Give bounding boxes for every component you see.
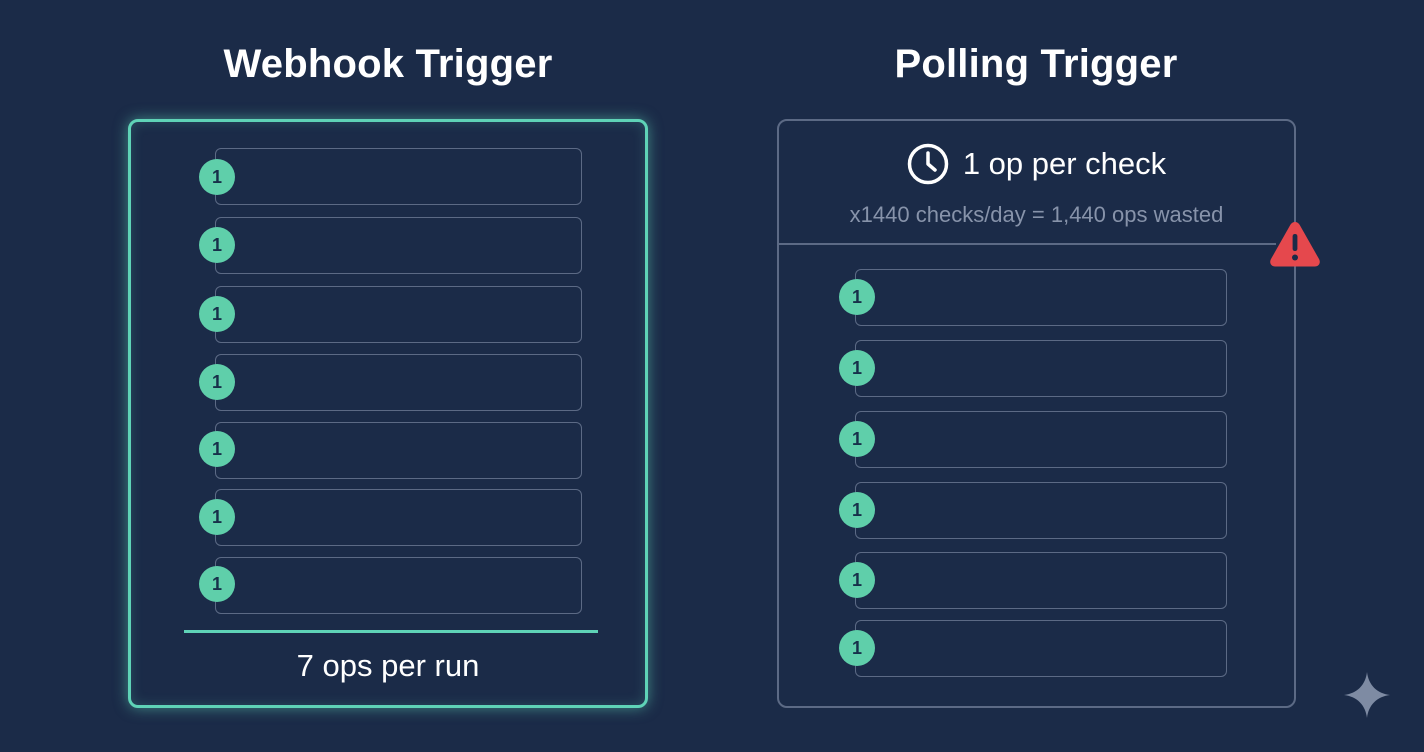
polling-step-badge: 1 [839, 630, 875, 666]
webhook-ops-total: 7 ops per run [296, 648, 480, 683]
webhook-step-badge: 1 [199, 364, 235, 400]
webhook-step-row [215, 557, 582, 614]
sparkle-icon [1344, 672, 1390, 718]
polling-step-row [855, 411, 1227, 468]
webhook-step-badge: 1 [199, 159, 235, 195]
webhook-step-row [215, 422, 582, 479]
clock-icon [907, 143, 949, 185]
polling-step-badge: 1 [839, 421, 875, 457]
polling-step-row [855, 269, 1227, 326]
polling-step-badge: 1 [839, 350, 875, 386]
webhook-step-row [215, 217, 582, 274]
polling-step-badge: 1 [839, 492, 875, 528]
webhook-panel [128, 119, 648, 708]
webhook-step-row [215, 489, 582, 546]
polling-step-badge: 1 [839, 279, 875, 315]
webhook-trigger-title: Webhook Trigger [223, 42, 553, 86]
webhook-step-row [215, 148, 582, 205]
polling-panel [777, 119, 1296, 708]
ops-per-check-label: 1 op per check [962, 146, 1167, 181]
webhook-step-badge: 1 [199, 499, 235, 535]
polling-step-row [855, 340, 1227, 397]
webhook-divider [184, 630, 598, 633]
webhook-step-badge: 1 [199, 566, 235, 602]
webhook-step-row [215, 286, 582, 343]
webhook-step-badge: 1 [199, 431, 235, 467]
polling-check-header: 1 op per check [777, 143, 1296, 185]
polling-step-row [855, 482, 1227, 539]
polling-step-row [855, 552, 1227, 609]
polling-trigger-title: Polling Trigger [894, 42, 1178, 86]
wasted-ops-note: x1440 checks/day = 1,440 ops wasted [849, 202, 1224, 227]
webhook-step-badge: 1 [199, 227, 235, 263]
webhook-step-badge: 1 [199, 296, 235, 332]
polling-divider [779, 243, 1276, 245]
polling-step-row [855, 620, 1227, 677]
polling-step-badge: 1 [839, 562, 875, 598]
webhook-step-row [215, 354, 582, 411]
warning-triangle-icon [1270, 222, 1320, 267]
